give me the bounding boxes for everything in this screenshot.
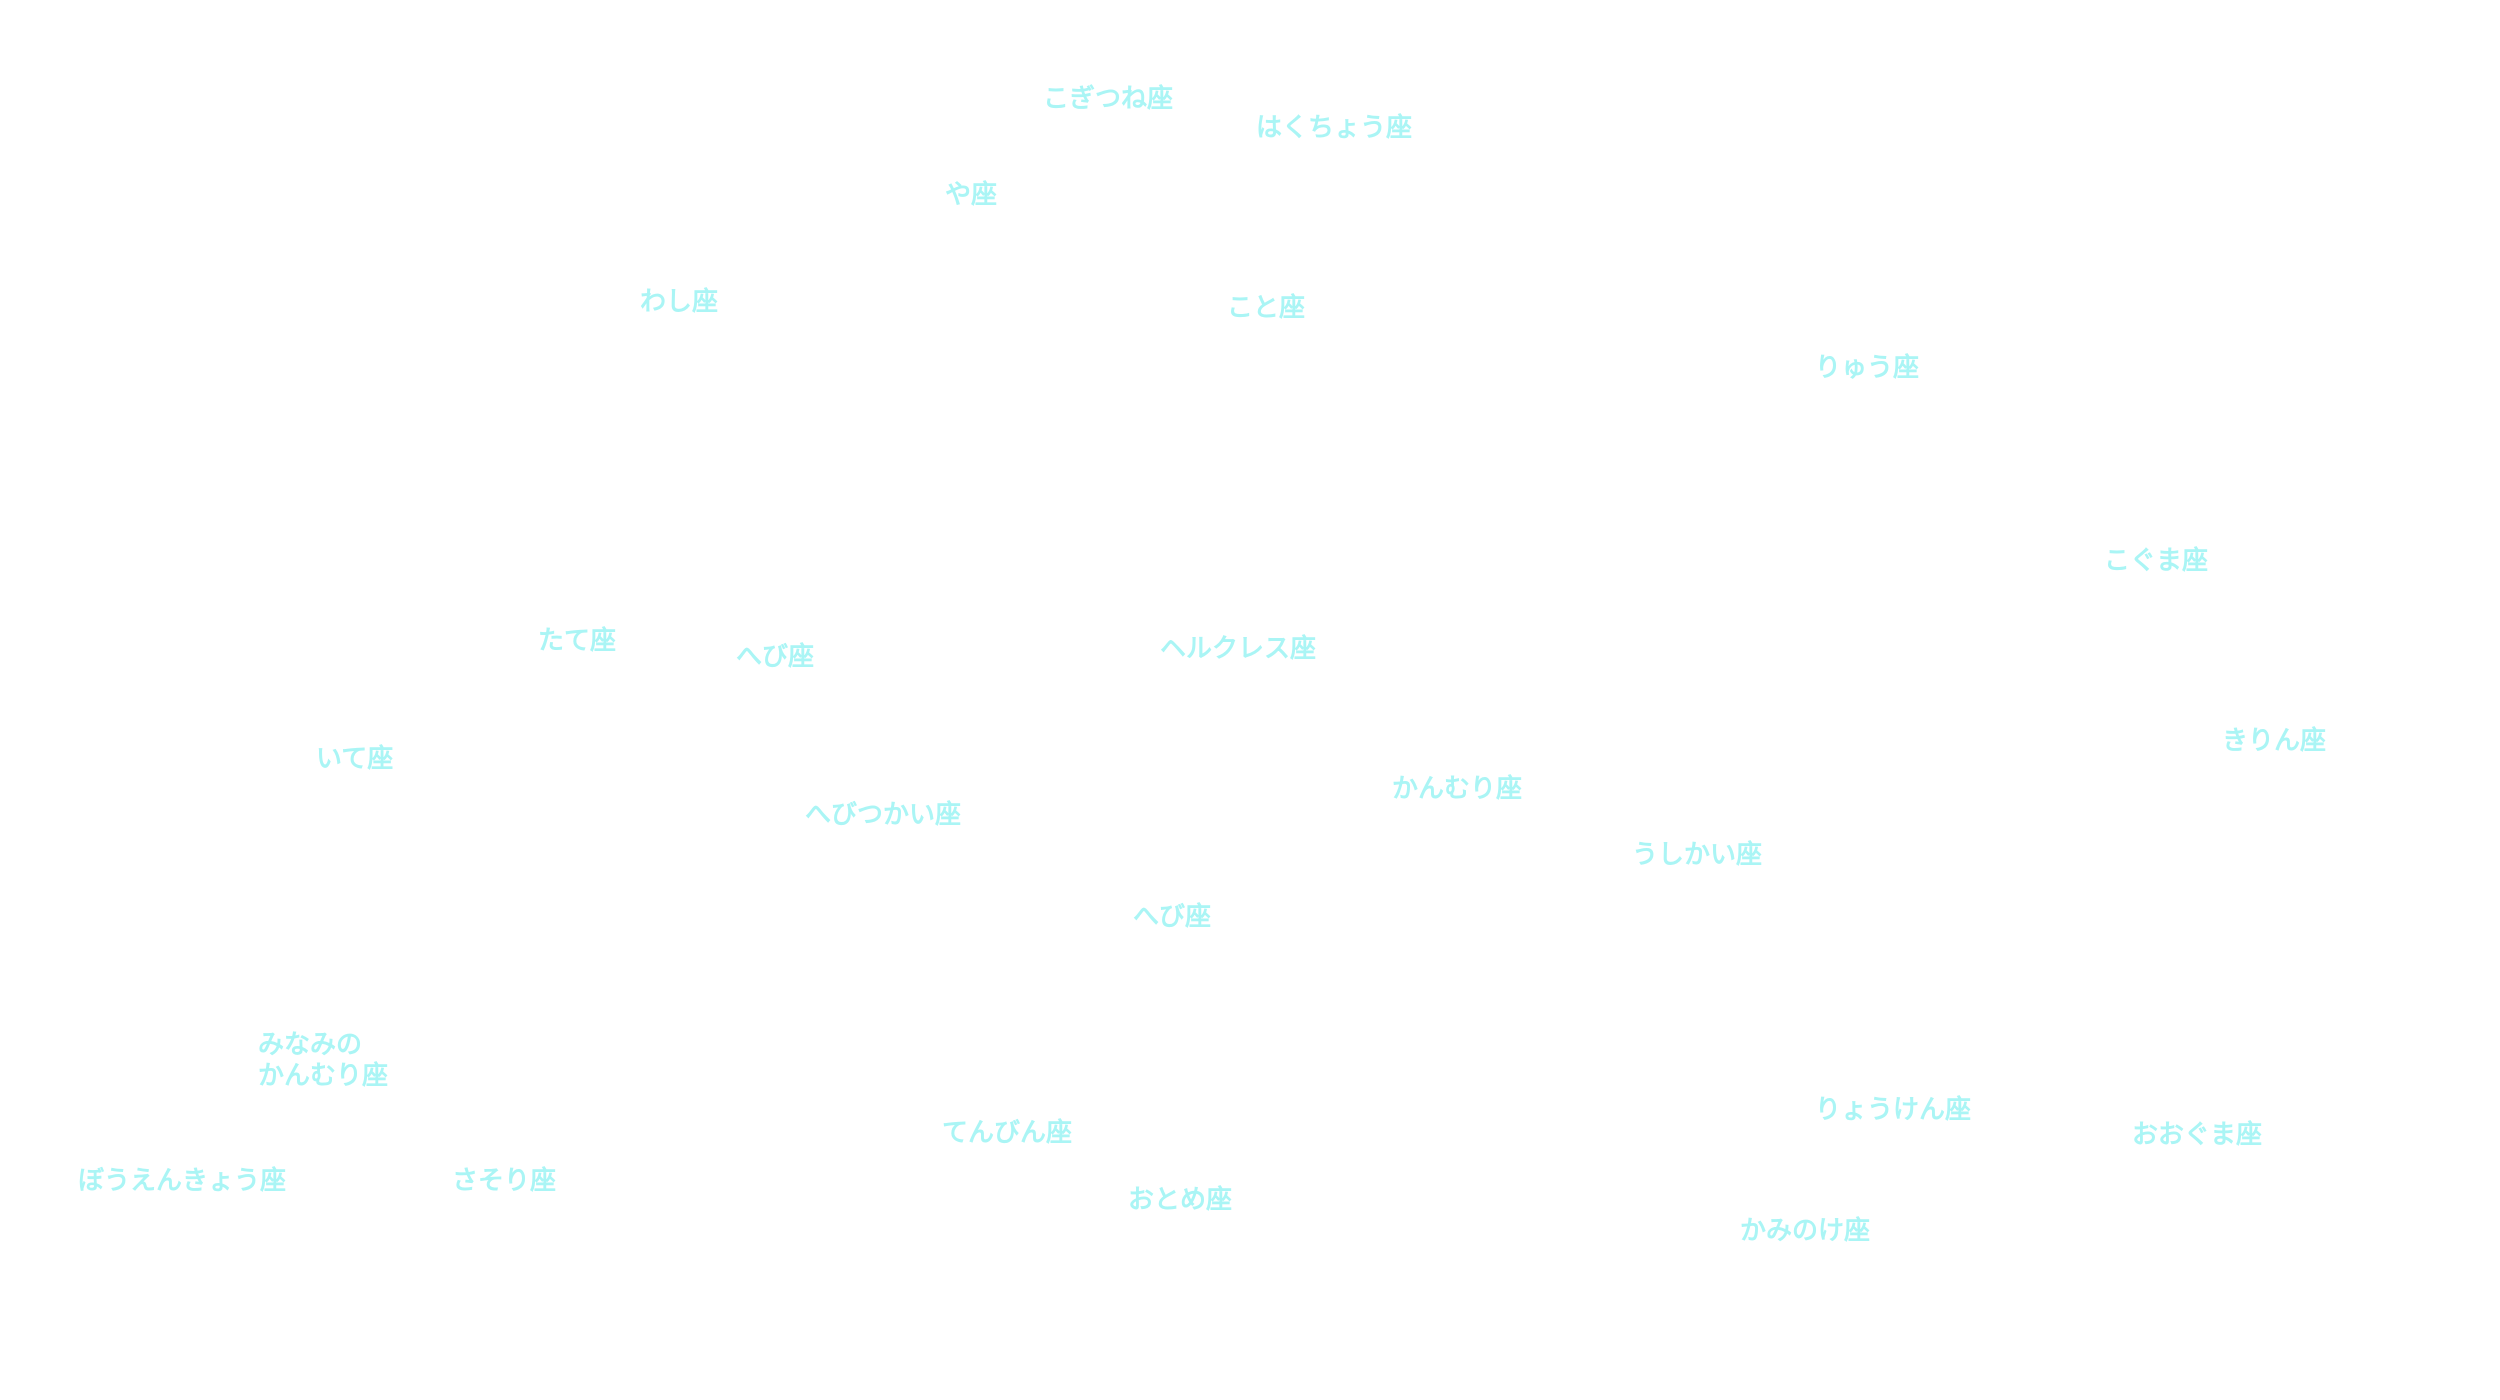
label-kanmuri: かんむり座 — [1392, 774, 1523, 804]
label-ryoken: りょうけん座 — [1815, 1095, 1972, 1125]
label-ooguma: おおぐま座 — [2132, 1120, 2263, 1150]
label-boenkyo: ぼうえんきょう座 — [78, 1166, 287, 1196]
label-otome: おとめ座 — [1128, 1185, 1233, 1215]
label-ushikai: うしかい座 — [1632, 840, 1763, 870]
label-hakucho: はくちょう座 — [1256, 113, 1413, 143]
label-kirin: きりん座 — [2222, 726, 2327, 756]
label-hebitsukai: へびつかい座 — [805, 800, 962, 830]
label-kaminoke: かみのけ座 — [1740, 1216, 1871, 1246]
label-sasori: さそり座 — [452, 1166, 557, 1196]
label-koguma: こぐま座 — [2104, 546, 2209, 576]
label-kogitsune: こぎつね座 — [1043, 84, 1174, 114]
label-hebi-head: へび座 — [1133, 902, 1212, 932]
label-tenbin: てんびん座 — [942, 1118, 1073, 1148]
label-ite: いて座 — [316, 744, 394, 774]
label-tate: たて座 — [538, 626, 617, 656]
label-minami-kanmuri: みなみの かんむり座 — [258, 1030, 389, 1091]
label-ya: や座 — [945, 180, 998, 210]
label-washi: わし座 — [640, 287, 719, 317]
label-hebi-tail: へび座 — [736, 642, 815, 672]
label-herakuresu: ヘルクレス座 — [1160, 634, 1317, 664]
label-ryu: りゅう座 — [1815, 353, 1920, 383]
label-koto: こと座 — [1227, 293, 1306, 323]
